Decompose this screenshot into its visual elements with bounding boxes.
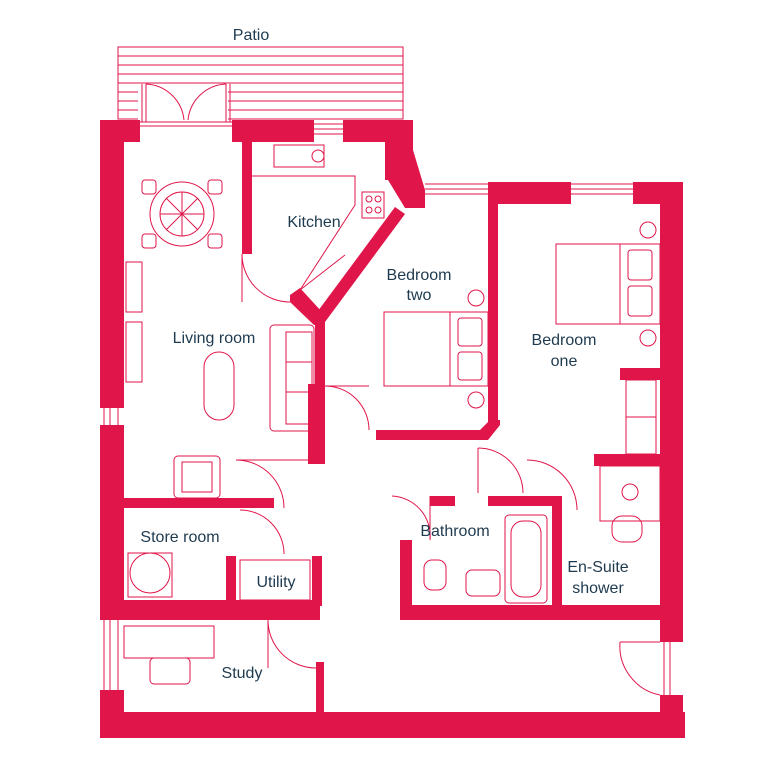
label-bedroom-one-line1: Bedroom [532, 332, 597, 349]
door-living [235, 459, 285, 509]
wall-living-store [124, 498, 274, 508]
label-bedroom-two-line2: two [407, 287, 432, 304]
bathtub [504, 514, 548, 604]
wall-living-bedroom [315, 318, 325, 384]
door-study [267, 619, 317, 669]
wall-top-kitchen-left [232, 120, 314, 142]
doors [235, 253, 661, 696]
wall-bottom-left [100, 690, 124, 738]
wall-bath-left [400, 540, 412, 620]
sofa [269, 324, 315, 432]
french-doors [138, 83, 232, 127]
tv-unit [125, 321, 143, 383]
study-desk [123, 625, 215, 659]
label-study: Study [222, 665, 263, 682]
walls [100, 120, 685, 738]
wall-bath-top-left [430, 496, 455, 506]
washing-machine [129, 552, 171, 594]
label-kitchen: Kitchen [287, 214, 340, 231]
door-entrance [619, 641, 661, 696]
wall-bath-top-right [488, 496, 562, 506]
kitchen-counter [252, 144, 385, 291]
label-patio: Patio [233, 27, 270, 44]
study-chair [149, 657, 191, 685]
door-bedroom-two [324, 385, 370, 431]
label-store-room: Store room [140, 529, 219, 546]
label-living-room: Living room [173, 330, 256, 347]
wall-bedroom-two-bottom [376, 430, 488, 440]
label-bedroom-two-line1: Bedroom [387, 267, 452, 284]
label-ensuite-line2: shower [572, 580, 624, 597]
label-utility: Utility [256, 574, 295, 591]
bath-toilet [423, 559, 447, 591]
wall-study-right [316, 662, 324, 714]
armchair [173, 455, 221, 499]
wall-top-bedroom-two [488, 182, 571, 204]
label-ensuite-line1: En-Suite [567, 559, 628, 576]
wall-left-middle [100, 425, 124, 620]
wall-left-upper [100, 120, 124, 408]
dining-table [141, 179, 223, 249]
wall-bottom [100, 712, 685, 738]
wall-ensuite-top [620, 368, 662, 380]
wall-utility-left [226, 556, 236, 606]
label-bedroom-one-line2: one [551, 353, 578, 370]
bed-bedroom-two [383, 289, 489, 409]
wall-bath-ensuite [552, 496, 562, 620]
door-kitchen [241, 253, 291, 303]
windows [103, 123, 671, 695]
wall-kitchen-corner [385, 150, 425, 208]
wall-right [660, 182, 683, 642]
door-ensuite [526, 459, 578, 511]
wall-kitchen-living [242, 142, 252, 254]
ensuite-toilet [611, 515, 643, 543]
utility-unit [239, 559, 311, 601]
label-bathroom: Bathroom [420, 523, 489, 540]
coffee-table [203, 351, 235, 421]
room-labels: Patio Kitchen Living room Bedroom two Be… [140, 27, 628, 682]
wall-bottom-right [660, 695, 683, 738]
ensuite-shower-tray [599, 465, 661, 522]
bath-basin [465, 569, 501, 597]
furniture [123, 144, 661, 685]
door-store-room [239, 509, 285, 555]
wall-ensuite-upper [594, 454, 662, 466]
wall-bath-bottom [400, 605, 683, 620]
sideboard [125, 261, 143, 313]
wall-store-bottom [100, 600, 320, 620]
wall-kitchen-diag-left [290, 288, 322, 325]
bed-bedroom-one [555, 221, 661, 347]
wall-kitchen-diag-right [315, 207, 405, 322]
wall-bedroom-divider [488, 182, 498, 428]
door-bedroom-one [477, 447, 524, 494]
wall-utility-right [312, 556, 322, 606]
